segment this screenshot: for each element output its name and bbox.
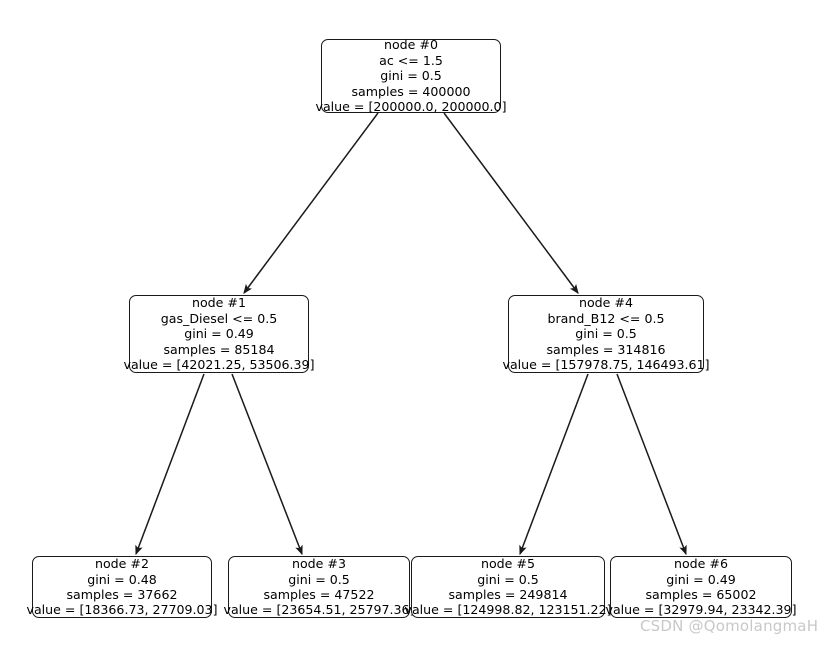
edge-node4-to-node5 <box>519 373 589 556</box>
node-title: node #5 <box>481 556 535 572</box>
node-gini: gini = 0.49 <box>184 326 254 342</box>
edge-node0-to-node4 <box>443 112 579 294</box>
edge-node1-to-node2 <box>135 373 205 556</box>
node-condition: gas_Diesel <= 0.5 <box>160 310 278 326</box>
tree-node-node3[interactable]: node #3 gini = 0.5 samples = 47522 value… <box>224 556 415 618</box>
tree-node-node0[interactable]: node #0 ac <= 1.5 gini = 0.5 samples = 4… <box>316 37 507 114</box>
node-gini: gini = 0.48 <box>87 571 157 587</box>
tree-node-node1[interactable]: node #1 gas_Diesel <= 0.5 gini = 0.49 sa… <box>124 295 315 373</box>
edge-node1-to-node3 <box>231 373 303 556</box>
tree-node-node6[interactable]: node #6 gini = 0.49 samples = 65002 valu… <box>606 556 797 618</box>
node-value: value = [200000.0, 200000.0] <box>315 99 507 115</box>
node-samples: samples = 249814 <box>448 587 568 602</box>
tree-node-node2[interactable]: node #2 gini = 0.48 samples = 37662 valu… <box>27 556 218 618</box>
node-condition: ac <= 1.5 <box>379 52 443 68</box>
node-title: node #2 <box>95 556 149 572</box>
node-gini: gini = 0.5 <box>575 326 637 342</box>
edge-node0-to-node1 <box>243 112 379 294</box>
node-value: value = [18366.73, 27709.03] <box>26 602 218 618</box>
node-condition: brand_B12 <= 0.5 <box>547 310 665 326</box>
node-value: value = [42021.25, 53506.39] <box>123 357 315 373</box>
edge-node4-to-node6 <box>616 373 687 556</box>
node-value: value = [23654.51, 25797.36] <box>223 602 415 618</box>
node-title: node #6 <box>674 556 728 572</box>
tree-node-node5[interactable]: node #5 gini = 0.5 samples = 249814 valu… <box>405 556 612 618</box>
node-title: node #0 <box>384 37 438 53</box>
node-value: value = [124998.82, 123151.22] <box>404 602 612 618</box>
node-gini: gini = 0.5 <box>288 571 350 587</box>
tree-node-node4[interactable]: node #4 brand_B12 <= 0.5 gini = 0.5 samp… <box>503 295 710 373</box>
node-samples: samples = 37662 <box>66 587 178 602</box>
node-samples: samples = 47522 <box>263 587 375 602</box>
watermark: CSDN @QomolangmaH <box>640 617 819 635</box>
node-value: value = [32979.94, 23342.39] <box>605 602 797 618</box>
node-value: value = [157978.75, 146493.61] <box>502 357 710 373</box>
node-samples: samples = 314816 <box>546 341 666 357</box>
node-samples: samples = 65002 <box>645 587 757 602</box>
node-title: node #1 <box>192 295 246 311</box>
node-samples: samples = 400000 <box>351 83 471 99</box>
node-title: node #3 <box>292 556 346 572</box>
node-gini: gini = 0.5 <box>477 571 539 587</box>
node-gini: gini = 0.49 <box>666 571 736 587</box>
node-title: node #4 <box>579 295 633 311</box>
node-gini: gini = 0.5 <box>380 68 442 84</box>
node-samples: samples = 85184 <box>163 341 275 357</box>
